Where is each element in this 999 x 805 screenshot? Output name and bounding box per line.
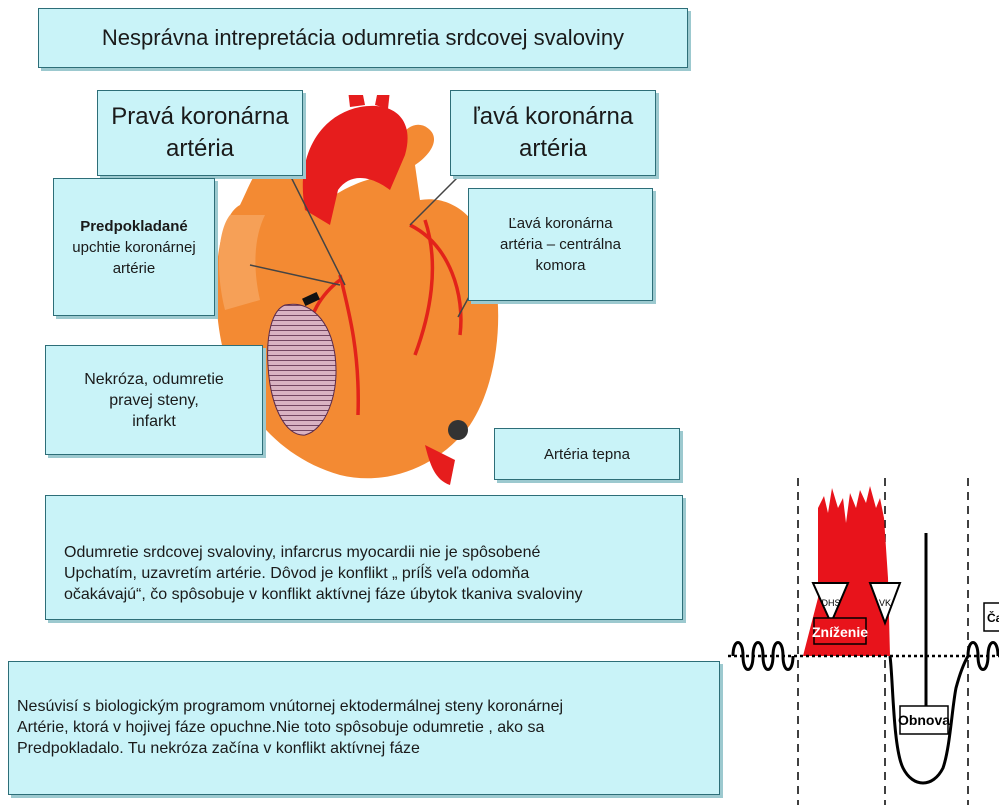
reduction-label: Zníženie [812,624,868,640]
explanation-2-line-2: Artérie, ktorá v hojivej fáze opuchne.Ni… [17,717,707,738]
explanation-2-line-1: Nesúvisí s biologickým programom vnútorn… [17,696,707,717]
wave-left [733,643,793,670]
presumed-line-2: artérie [72,258,195,279]
left-central-ventricle-label: Ľavá koronárna artéria – centrálna komor… [468,188,653,301]
explanation-1-line-2: Upchatím, uzavretím artérie. Dôvod je ko… [64,563,670,584]
left-central-line-3: komora [500,255,621,276]
left-coronary-label: ľavá koronárna artéria [450,90,656,176]
diagram-title-text: Nesprávna intrepretácia odumretia srdcov… [102,25,624,51]
explanation-1-line-1: Odumretie srdcovej svaloviny, infarcrus … [64,542,670,563]
explanation-1-line-3: očakávajú“, čo spôsobuje v konflikt aktí… [64,584,670,605]
recovery-label: Obnova [898,712,950,728]
left-central-line-2: artéria – centrálna [500,234,621,255]
presumed-line-1: upchtie koronárnej [72,237,195,258]
artery-label-text: Artéria tepna [544,446,630,463]
necrosis-label: Nekróza, odumretie pravej steny, infarkt [45,345,263,455]
phase-diagram: DHS VK Zníženie Obnova Čas [728,478,999,805]
explanation-box-1: Odumretie srdcovej svaloviny, infarcrus … [45,495,683,620]
diagram-title: Nesprávna intrepretácia odumretia srdcov… [38,8,688,68]
necrosis-line-1: Nekróza, odumretie [84,369,224,390]
explanation-box-2: Nesúvisí s biologickým programom vnútorn… [8,661,720,795]
left-central-line-1: Ľavá koronárna [500,213,621,234]
presumed-heading: Predpokladané [72,216,195,237]
right-coronary-label: Pravá koronárna artéria [97,90,303,176]
artery-label: Artéria tepna [494,428,680,480]
right-coronary-line-1: Pravá koronárna [111,101,288,133]
time-label: Čas [987,610,999,625]
necrosis-line-3: infarkt [84,411,224,432]
necrosis-line-2: pravej steny, [84,390,224,411]
vessel-end [448,420,468,440]
explanation-2-line-3: Predpokladalo. Tu nekróza začína v konfl… [17,738,707,759]
left-coronary-line-1: ľavá koronárna [473,101,633,133]
vk-marker-text: VK [879,598,891,608]
dhs-marker-text: DHS [821,598,840,608]
presumed-occlusion-label: Predpokladané upchtie koronárnej artérie [53,178,215,316]
left-coronary-line-2: artéria [473,133,633,165]
right-coronary-line-2: artéria [111,133,288,165]
aorta-branch-1 [348,95,365,107]
